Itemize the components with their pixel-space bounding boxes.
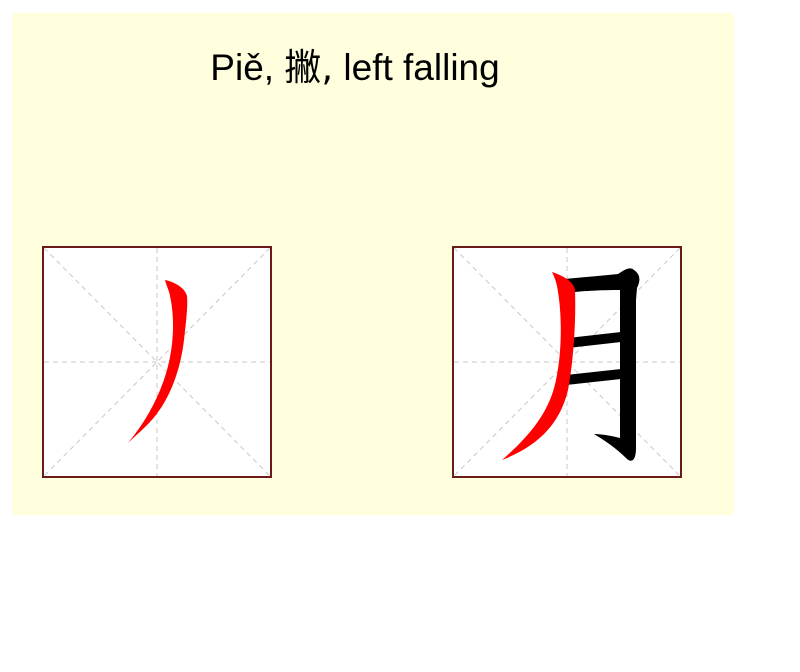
slide-title: Piě, 撇, left falling — [0, 37, 716, 91]
pie-stroke-glyph — [128, 280, 188, 443]
guide-grid — [44, 248, 270, 476]
character-grid-svg — [454, 248, 680, 476]
title-pinyin: Piě, — [210, 47, 275, 88]
yue-middle-stroke-1 — [568, 332, 621, 348]
stroke-grid-svg — [44, 248, 270, 476]
yue-pie-stroke-highlight — [502, 272, 576, 460]
stroke-practice-box — [42, 246, 272, 478]
title-meaning: left falling — [343, 47, 500, 88]
slide-panel: Piě, 撇, left falling — [12, 13, 734, 515]
yue-middle-stroke-2 — [566, 369, 621, 385]
title-hanzi: 撇, — [284, 46, 334, 89]
character-practice-box — [452, 246, 682, 478]
